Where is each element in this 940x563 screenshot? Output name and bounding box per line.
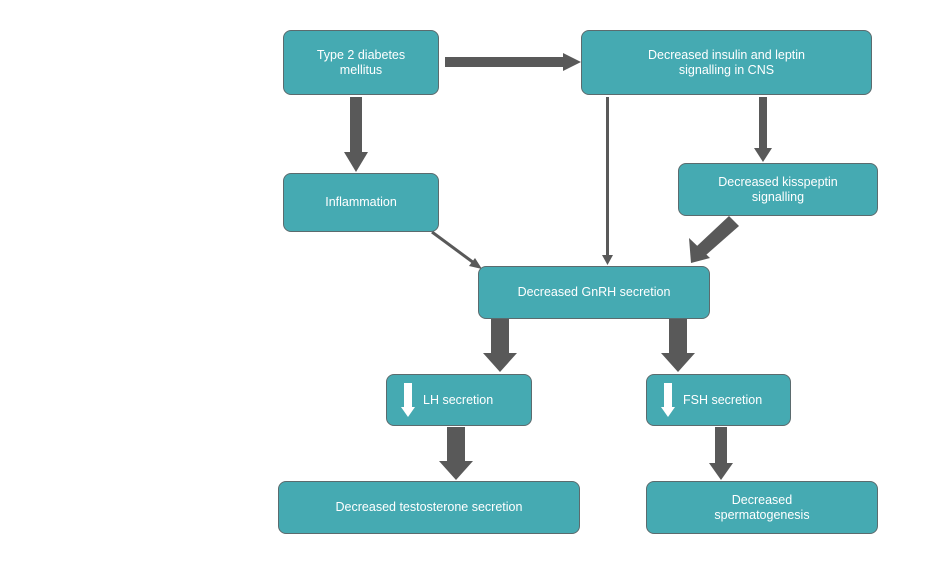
node-insulin-leptin-signalling: Decreased insulin and leptin signalling … [581, 30, 872, 95]
node-type-2-diabetes: Type 2 diabetes mellitus [283, 30, 439, 95]
arrow-gnrh-to-lh [483, 319, 517, 372]
arrow-fsh-to-spermatogenesis [709, 427, 733, 480]
arrow-gnrh-to-fsh [661, 319, 695, 372]
node-testosterone-secretion-label: Decreased testosterone secretion [335, 500, 523, 514]
arrow-lh-to-testosterone [439, 427, 473, 480]
node-fsh-secretion-label: FSH secretion [683, 392, 763, 407]
arrow-inflammation-to-gnrh [431, 230, 482, 269]
node-gnrh-secretion-label: Decreased GnRH secretion [517, 285, 671, 299]
arrow-t2dm-to-insulin-leptin [445, 53, 581, 71]
node-kisspeptin-signalling-label: Decreased kisspeptin signalling [718, 174, 838, 204]
node-insulin-leptin-signalling-label: Decreased insulin and leptin signalling … [647, 47, 806, 77]
down-arrow-icon [401, 383, 415, 417]
node-lh-secretion-label: LH secretion [423, 392, 494, 407]
down-arrow-icon [661, 383, 675, 417]
node-type-2-diabetes-label: Type 2 diabetes mellitus [316, 47, 406, 77]
node-testosterone-secretion: Decreased testosterone secretion [278, 481, 580, 534]
node-spermatogenesis-label: Decreased spermatogenesis [714, 492, 810, 522]
node-spermatogenesis: Decreased spermatogenesis [646, 481, 878, 534]
arrow-kisspeptin-to-gnrh [689, 216, 739, 263]
node-lh-secretion: LH secretion [386, 374, 532, 426]
node-gnrh-secretion: Decreased GnRH secretion [478, 266, 710, 319]
node-kisspeptin-signalling: Decreased kisspeptin signalling [678, 163, 878, 216]
node-inflammation-label: Inflammation [325, 195, 397, 209]
arrow-insulin-leptin-to-gnrh [602, 97, 613, 265]
arrow-insulin-leptin-to-kisspeptin [754, 97, 772, 162]
node-inflammation: Inflammation [283, 173, 439, 232]
arrow-t2dm-to-inflammation [344, 97, 368, 172]
node-fsh-secretion: FSH secretion [646, 374, 791, 426]
